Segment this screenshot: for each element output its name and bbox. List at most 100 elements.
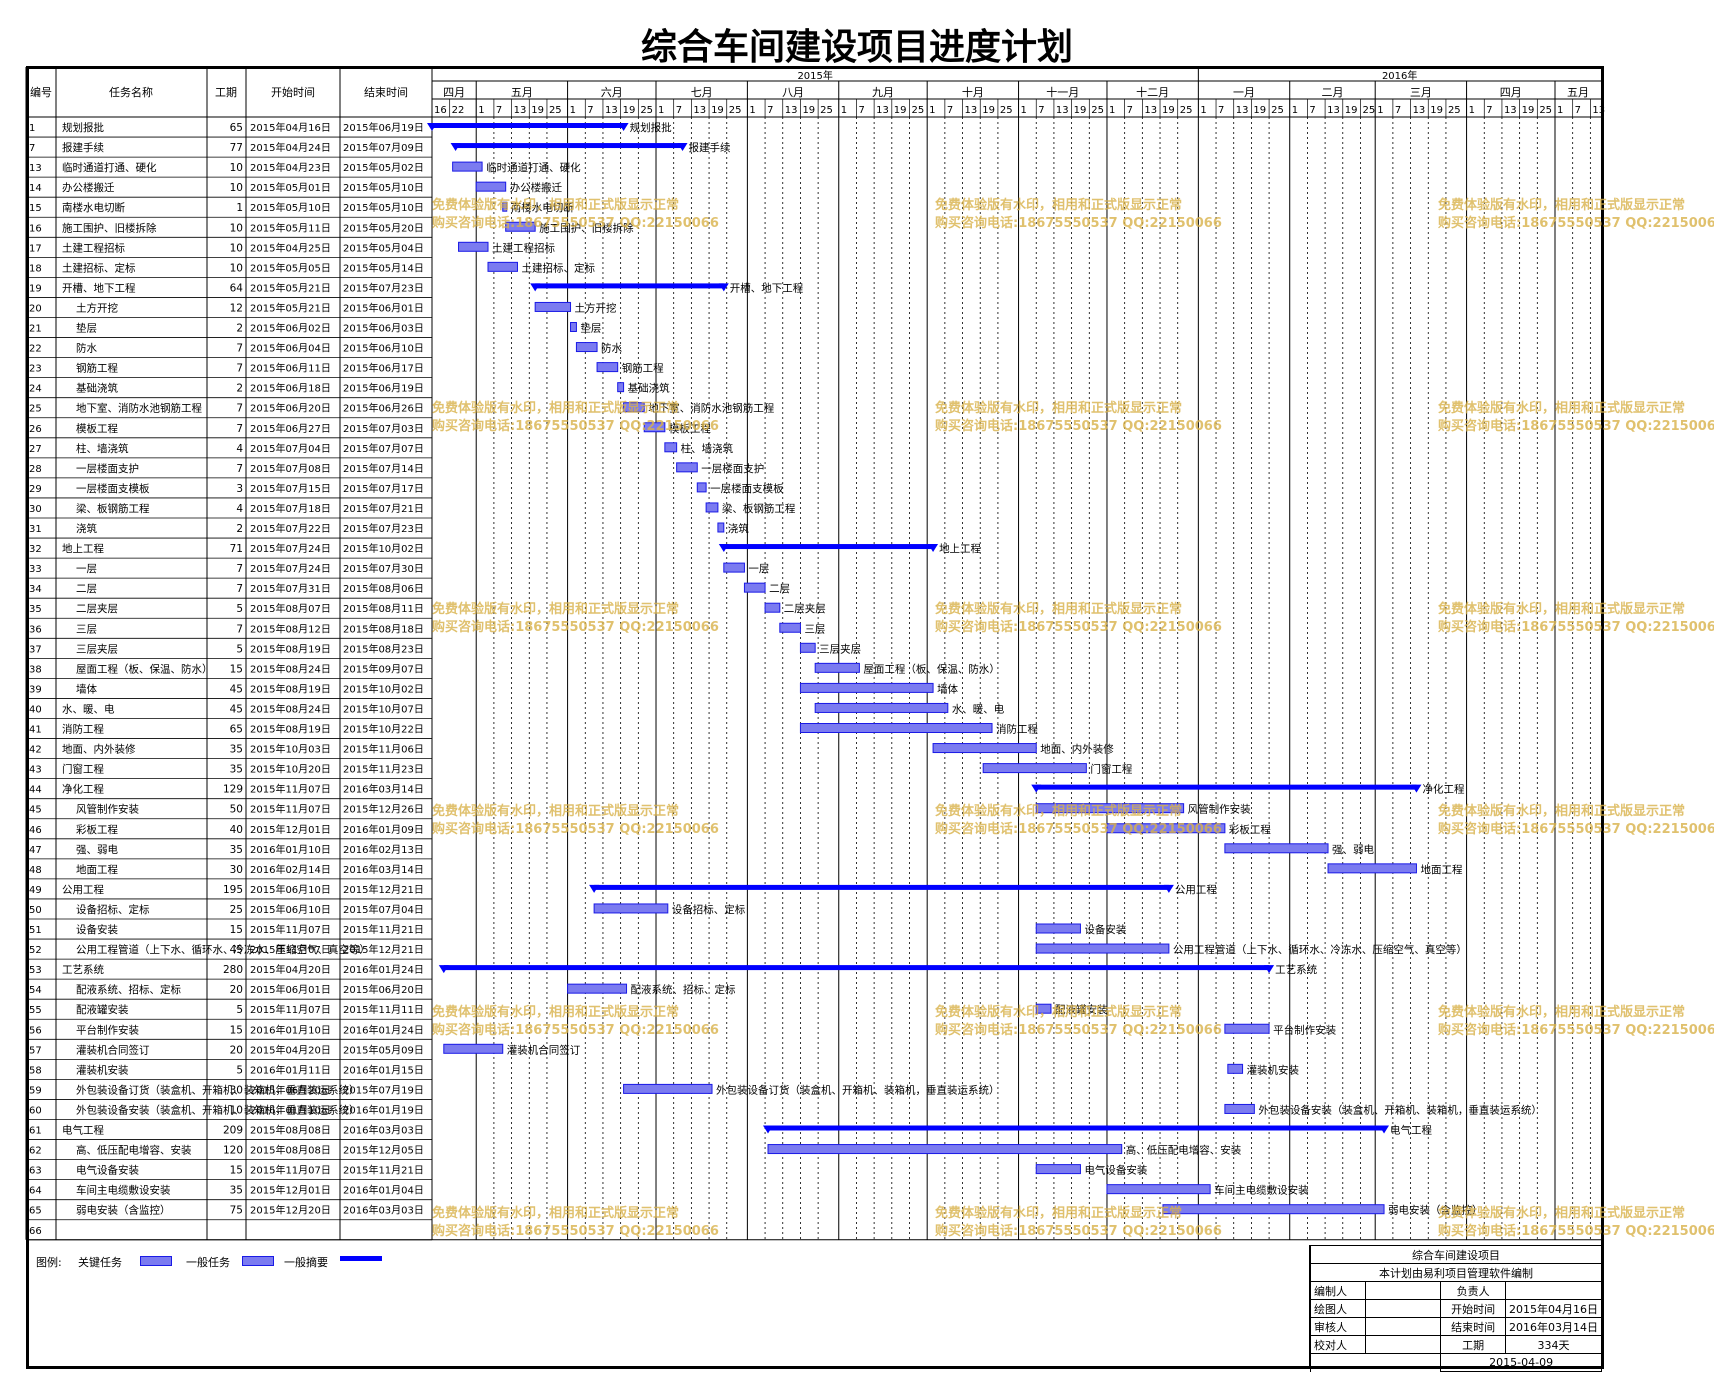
task-duration: 45 <box>230 683 243 695</box>
task-duration: 120 <box>223 1145 243 1157</box>
info-drawer: 绘图人 <box>1310 1299 1366 1318</box>
task-bar <box>452 161 483 172</box>
info-project: 综合车间建设项目 <box>1310 1245 1602 1264</box>
watermark-line: 购买咨询电话:18675550537 QQ:22150066 <box>432 619 719 635</box>
tick-label: 7 <box>676 105 682 116</box>
task-end: 2015年07月19日 <box>343 1083 424 1096</box>
task-start: 2015年05月01日 <box>250 181 331 194</box>
tick-label: 1 <box>749 105 755 116</box>
task-duration: 77 <box>230 142 243 154</box>
task-bar <box>799 682 934 693</box>
task-id: 39 <box>29 684 42 695</box>
tick-label: 19 <box>1162 105 1175 116</box>
tick-label: 1 <box>1200 105 1206 116</box>
task-id: 41 <box>29 725 42 736</box>
bar-label: 设备招标、定标 <box>672 903 746 916</box>
task-end: 2015年06月19日 <box>343 121 424 134</box>
task-bar <box>1106 1184 1211 1195</box>
task-name: 三层夹层 <box>76 642 118 655</box>
task-start: 2015年08月19日 <box>250 723 331 736</box>
task-id: 13 <box>29 163 42 174</box>
bar-label: 配液系统、招标、定标 <box>631 983 736 996</box>
tick-label: 7 <box>1575 105 1581 116</box>
task-id: 54 <box>29 985 42 996</box>
task-name: 一层 <box>76 563 97 575</box>
bar-label: 开槽、地下工程 <box>730 281 804 294</box>
month-label: 二月 <box>1321 86 1343 99</box>
summary-cap-start <box>1031 784 1042 793</box>
task-duration: 7 <box>236 343 243 355</box>
task-duration: 35 <box>230 744 243 756</box>
watermark-line: 免费体验版有水印，相用和正式版显示正常 <box>1438 400 1685 416</box>
task-end: 2015年11月21日 <box>343 1164 424 1177</box>
bar-label: 南楼水电切断 <box>511 201 574 214</box>
task-duration: 4 <box>236 443 243 455</box>
task-id: 63 <box>29 1166 42 1177</box>
tick-label: 19 <box>1430 105 1443 116</box>
task-duration: 7 <box>236 623 243 635</box>
header-start: 开始时间 <box>271 85 315 99</box>
watermark-line: 免费体验版有水印，相用和正式版显示正常 <box>432 197 679 213</box>
task-name: 消防工程 <box>62 723 104 736</box>
task-end: 2016年01月24日 <box>343 1023 424 1036</box>
summary-cap-start <box>718 544 729 553</box>
task-bar <box>664 442 678 453</box>
task-id: 57 <box>29 1045 42 1056</box>
tick-label: 13 <box>1327 105 1340 116</box>
tick-label: 19 <box>894 105 907 116</box>
task-end: 2016年02月13日 <box>343 843 424 856</box>
summary-bar <box>1036 784 1417 790</box>
task-start: 2015年10月20日 <box>250 763 331 776</box>
task-id: 18 <box>29 263 42 274</box>
task-id: 33 <box>29 564 42 575</box>
task-start: 2015年06月20日 <box>250 402 331 415</box>
task-name: 屋面工程（板、保温、防水） <box>76 662 213 675</box>
task-duration: 20 <box>230 984 243 996</box>
task-end: 2015年10月02日 <box>343 682 424 695</box>
bar-label: 彩板工程 <box>1229 823 1271 836</box>
task-end: 2015年07月04日 <box>343 903 424 916</box>
task-bar <box>575 342 598 353</box>
task-duration: 7 <box>236 363 243 375</box>
task-name: 地下室、消防水池钢筋工程 <box>76 402 202 415</box>
bar-label: 屋面工程（板、保温、防水） <box>863 662 1000 675</box>
task-end: 2016年03月03日 <box>343 1124 424 1137</box>
task-duration: 129 <box>223 784 243 796</box>
tick-label: 25 <box>1000 105 1013 116</box>
bar-label: 车间主电缆敷设安装 <box>1214 1184 1309 1197</box>
task-duration: 10 <box>230 242 243 254</box>
bar-label: 水、暖、电 <box>952 702 1005 715</box>
tick-label: 25 <box>1539 105 1552 116</box>
tick-label: 25 <box>1271 105 1284 116</box>
task-start: 2015年12月20日 <box>250 1204 331 1217</box>
task-id: 7 <box>29 143 35 154</box>
task-name: 墙体 <box>76 682 97 695</box>
task-id: 27 <box>29 444 42 455</box>
task-start: 2015年08月12日 <box>250 622 331 635</box>
task-end: 2015年11月23日 <box>343 763 424 776</box>
task-end: 2015年06月10日 <box>343 342 424 355</box>
task-bar <box>799 723 993 733</box>
task-end: 2016年01月19日 <box>343 1103 424 1116</box>
task-start: 2015年07月18日 <box>250 502 331 515</box>
tick-label: 1 <box>570 105 576 116</box>
tick-label: 13 <box>693 105 706 116</box>
task-duration: 7 <box>236 563 243 575</box>
task-id: 48 <box>29 865 42 876</box>
watermark-line: 免费体验版有水印，相用和正式版显示正常 <box>1438 1004 1685 1020</box>
task-bar <box>779 622 801 633</box>
task-bar <box>1035 1164 1081 1175</box>
task-bar <box>596 362 619 373</box>
watermark-line: 购买咨询电话:18675550537 QQ:22150066 <box>1438 619 1714 635</box>
tick-label: 25 <box>820 105 833 116</box>
watermark-line: 免费体验版有水印，相用和正式版显示正常 <box>935 803 1182 819</box>
task-bar <box>502 201 508 212</box>
bar-label: 三层 <box>804 623 825 635</box>
watermark-line: 购买咨询电话:18675550537 QQ:22150066 <box>432 1022 719 1038</box>
legend-normal-swatch <box>242 1256 274 1266</box>
watermark-line: 购买咨询电话:18675550537 QQ:22150066 <box>432 821 719 837</box>
task-end: 2015年05月10日 <box>343 201 424 214</box>
bar-label: 外包装设备安装（装盒机、开箱机、装箱机，垂直装运系统） <box>1258 1103 1542 1116</box>
task-name: 梁、板钢筋工程 <box>76 502 150 515</box>
